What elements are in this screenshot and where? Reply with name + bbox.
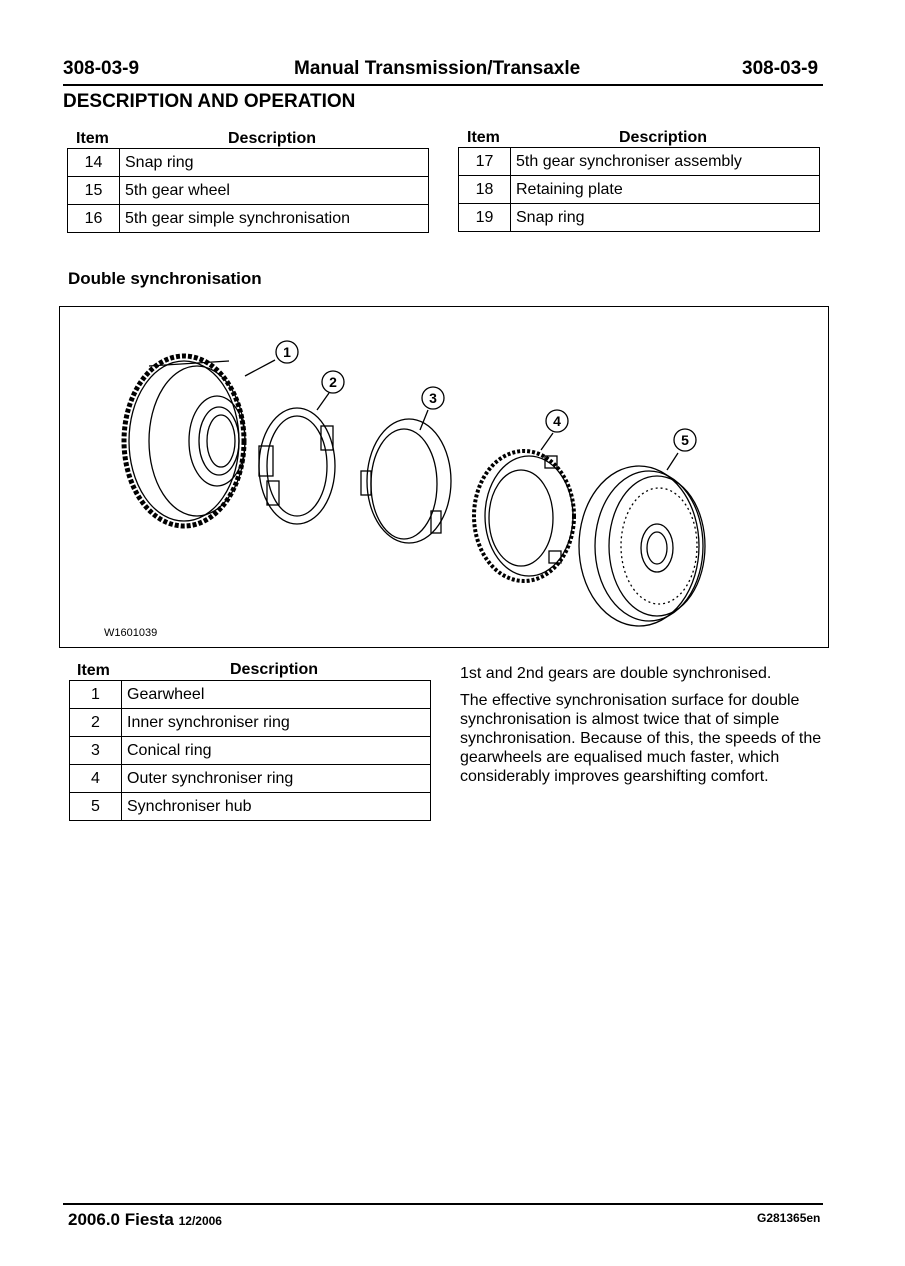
- item-number: 17: [458, 147, 511, 176]
- table-row: 17 5th gear synchroniser assembly: [458, 147, 820, 176]
- footer-rule: [63, 1203, 823, 1205]
- callout-label: 5: [681, 432, 689, 448]
- outer-synchroniser-ring-drawing: [471, 448, 576, 583]
- item-description: Snap ring: [119, 148, 429, 177]
- item-number: 1: [69, 680, 122, 709]
- exploded-view-illustration: 1 2 3 4 5: [121, 339, 706, 627]
- table-row: 14 Snap ring: [67, 148, 429, 177]
- item-number: 18: [458, 175, 511, 204]
- footer-model-name: 2006.0 Fiesta: [68, 1210, 174, 1229]
- item-description: Gearwheel: [121, 680, 431, 709]
- col-item-header: Item: [76, 130, 109, 147]
- item-description: Retaining plate: [510, 175, 820, 204]
- item-number: 3: [69, 736, 122, 765]
- callout-4: 4: [544, 408, 569, 433]
- header-rule: [63, 84, 823, 86]
- table-row: 3 Conical ring: [69, 736, 431, 765]
- subheading: Double synchronisation: [68, 269, 262, 288]
- table-row: 2 Inner synchroniser ring: [69, 708, 431, 737]
- items-table-top-left: 14 Snap ring 15 5th gear wheel 16 5th ge…: [67, 148, 429, 233]
- callout-1: 1: [274, 339, 299, 364]
- table-row: 5 Synchroniser hub: [69, 792, 431, 821]
- gearwheel-drawing: [121, 353, 246, 528]
- callout-3: 3: [420, 385, 445, 410]
- item-description: Snap ring: [510, 203, 820, 232]
- items-table-top-right: 17 5th gear synchroniser assembly 18 Ret…: [458, 147, 820, 232]
- paragraph-2: The effective synchronisation surface fo…: [460, 692, 822, 785]
- callout-5: 5: [672, 427, 697, 452]
- col-description-header: Description: [228, 130, 317, 147]
- item-number: 19: [458, 203, 511, 232]
- paragraph-1: 1st and 2nd gears are double synchronise…: [460, 665, 772, 682]
- conical-ring-drawing: [359, 417, 452, 544]
- figure-frame: 1 2 3 4 5: [59, 306, 829, 648]
- table-row: 15 5th gear wheel: [67, 176, 429, 205]
- item-number: 15: [67, 176, 120, 205]
- item-number: 16: [67, 204, 120, 233]
- item-description: Conical ring: [121, 736, 431, 765]
- item-description: Synchroniser hub: [121, 792, 431, 821]
- callout-2: 2: [320, 369, 345, 394]
- callout-label: 3: [429, 390, 437, 406]
- item-description: 5th gear synchroniser assembly: [510, 147, 820, 176]
- table-row: 4 Outer synchroniser ring: [69, 764, 431, 793]
- col-description-header: Description: [230, 661, 319, 678]
- page-title: Manual Transmission/Transaxle: [294, 58, 581, 79]
- item-description: 5th gear simple synchronisation: [119, 204, 429, 233]
- item-description: 5th gear wheel: [119, 176, 429, 205]
- section-title: DESCRIPTION AND OPERATION: [63, 91, 356, 112]
- inner-synchroniser-ring-drawing: [257, 406, 336, 525]
- table-row: 16 5th gear simple synchronisation: [67, 204, 429, 233]
- callout-label: 4: [553, 413, 561, 429]
- item-number: 14: [67, 148, 120, 177]
- footer-code: G281365en: [757, 1211, 821, 1225]
- item-number: 2: [69, 708, 122, 737]
- table-row: 1 Gearwheel: [69, 680, 431, 709]
- page-number-right: 308-03-9: [742, 58, 819, 79]
- col-description-header: Description: [619, 129, 708, 146]
- footer-date: 12/2006: [178, 1214, 222, 1228]
- item-number: 4: [69, 764, 122, 793]
- item-number: 5: [69, 792, 122, 821]
- callout-label: 2: [329, 374, 337, 390]
- col-item-header: Item: [77, 662, 110, 679]
- col-item-header: Item: [467, 129, 500, 146]
- table-row: 18 Retaining plate: [458, 175, 820, 204]
- synchroniser-hub-drawing: [577, 464, 706, 627]
- item-description: Inner synchroniser ring: [121, 708, 431, 737]
- footer-model: 2006.0 Fiesta 12/2006: [68, 1210, 222, 1230]
- callout-label: 1: [283, 344, 291, 360]
- items-table-bottom: 1 Gearwheel 2 Inner synchroniser ring 3 …: [69, 680, 431, 821]
- table-row: 19 Snap ring: [458, 203, 820, 232]
- page-number-left: 308-03-9: [63, 58, 140, 79]
- item-description: Outer synchroniser ring: [121, 764, 431, 793]
- figure-id: W1601039: [104, 627, 158, 639]
